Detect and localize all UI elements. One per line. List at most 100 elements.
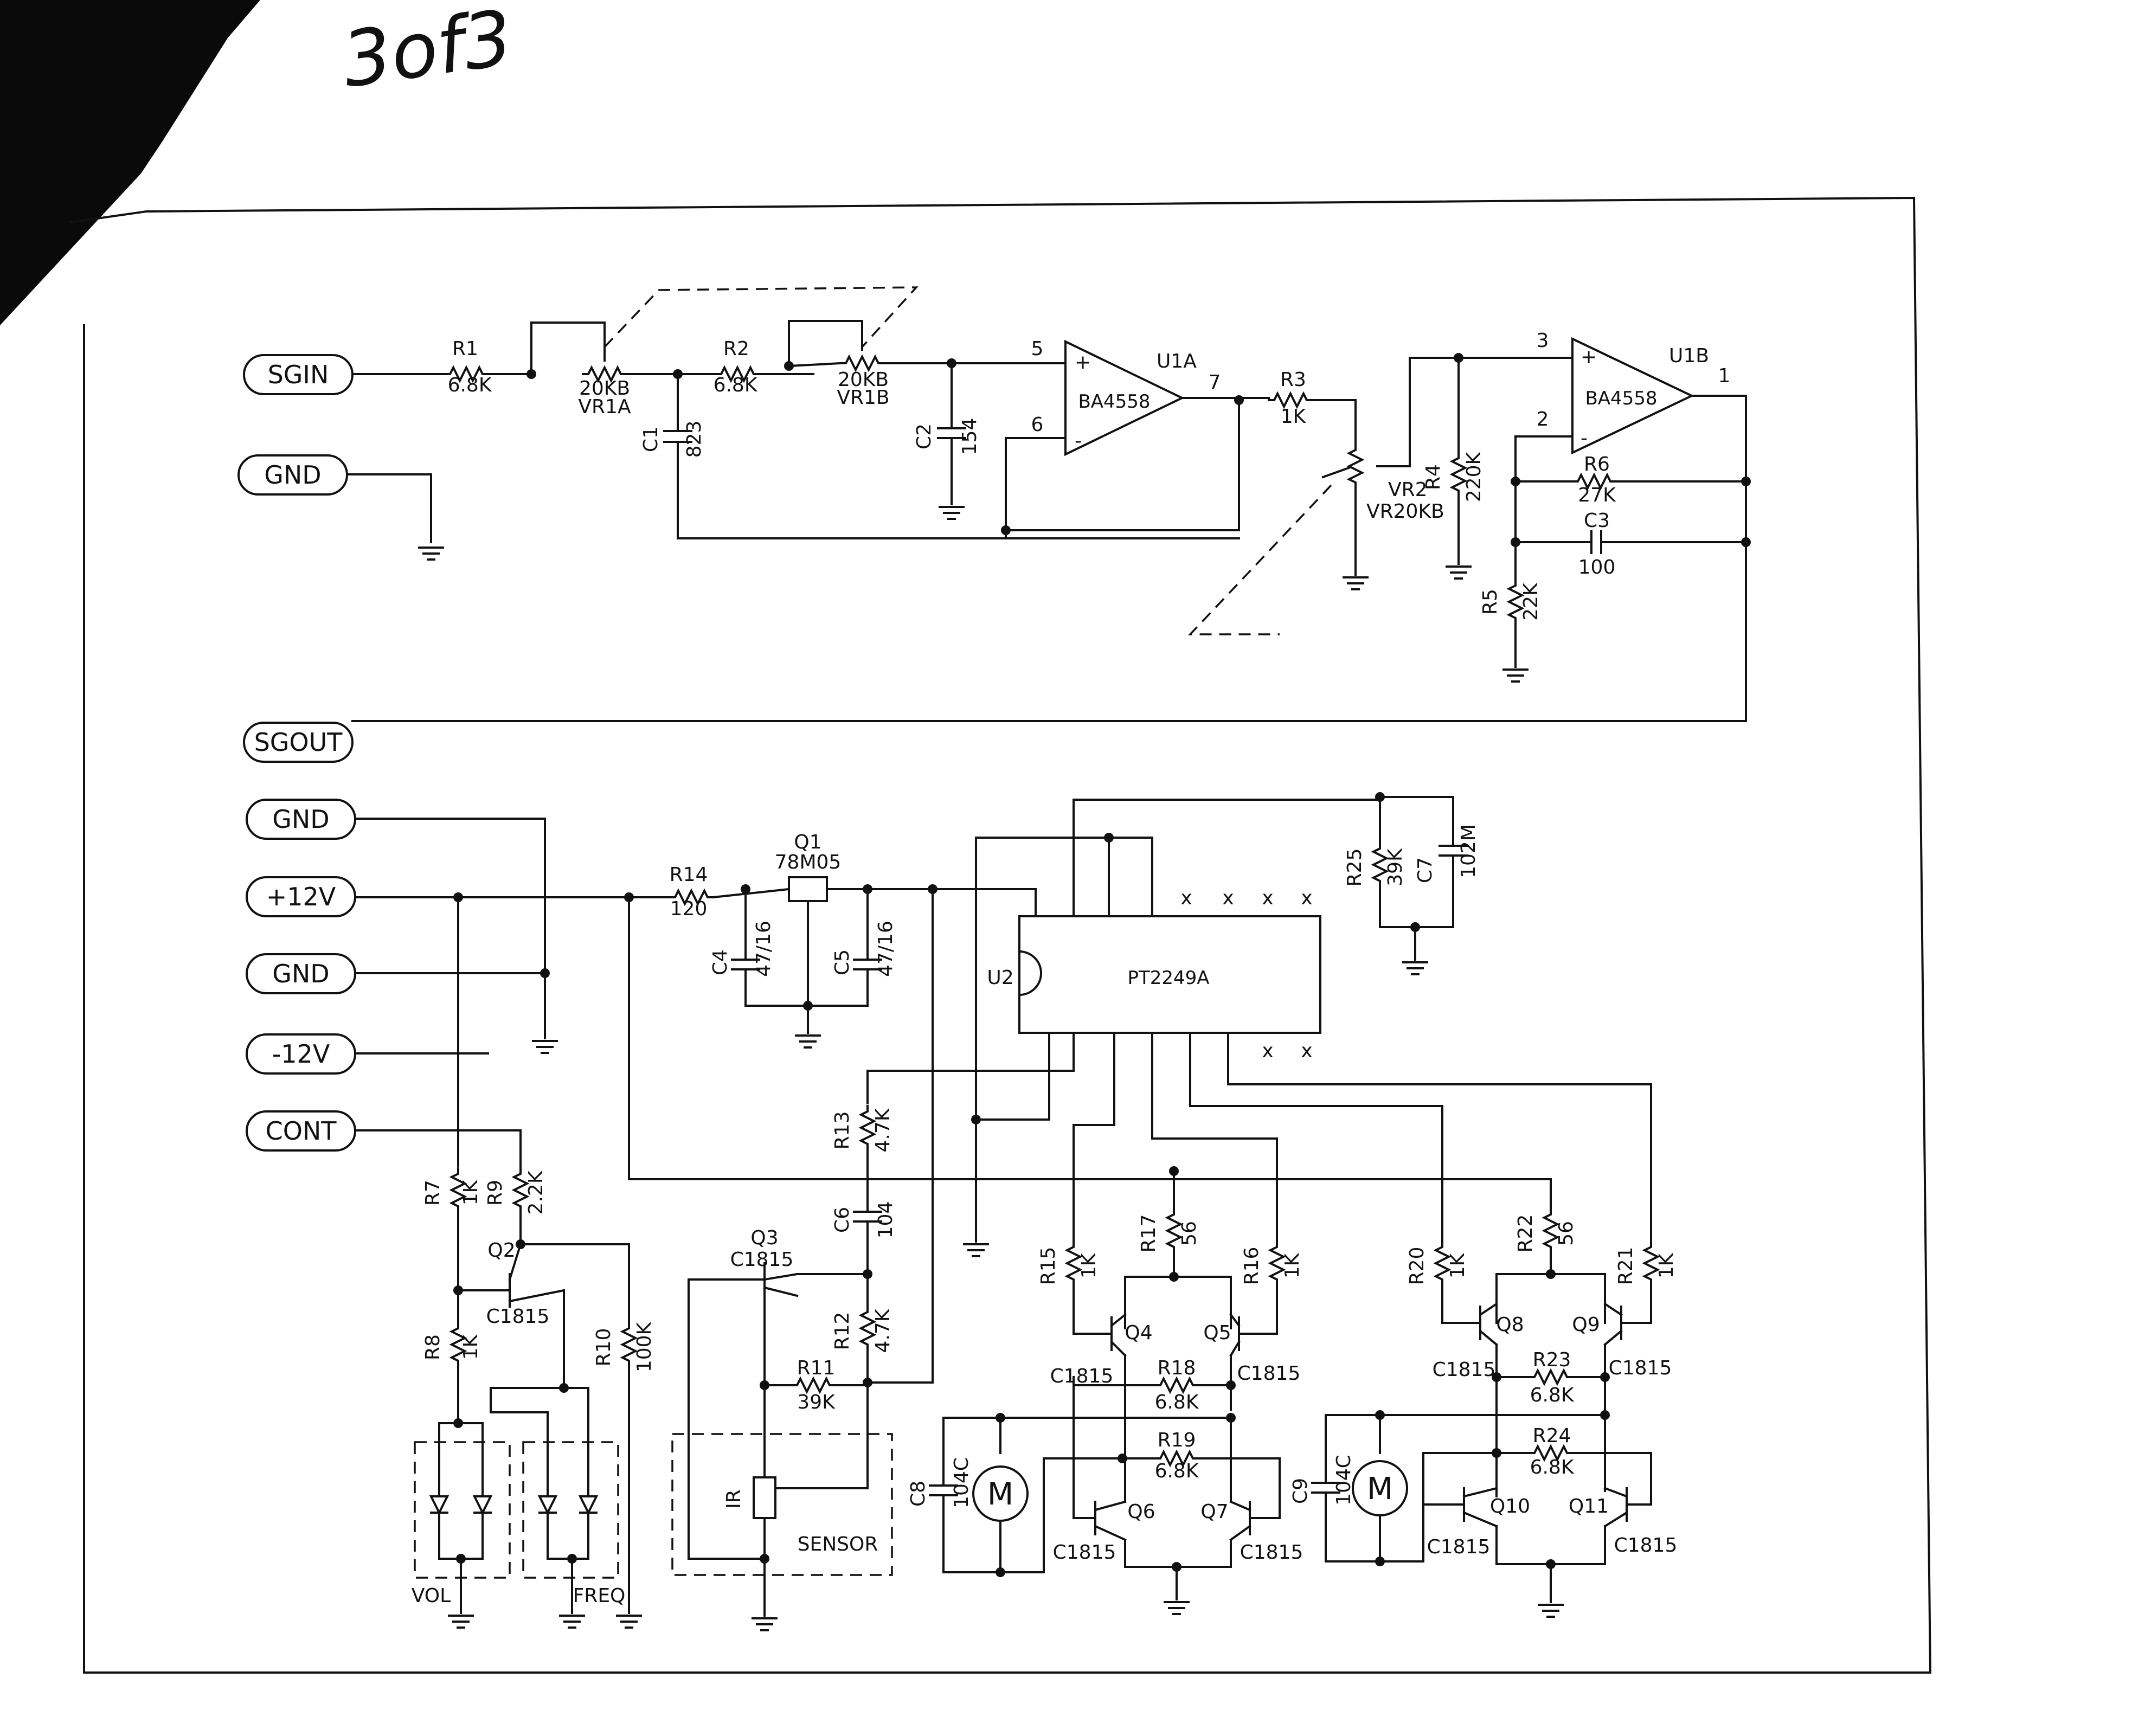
- r23-ref: R23: [1533, 1349, 1571, 1371]
- c2-ref: C2: [913, 423, 935, 449]
- u1b-pin-minus: 2: [1537, 408, 1549, 430]
- ir-ref: IR: [723, 1489, 745, 1509]
- q9-part: C1815: [1609, 1357, 1672, 1379]
- resistor-r3: [1268, 393, 1313, 408]
- opamp-u1b: + -: [1571, 337, 1694, 455]
- corner-tape: [0, 0, 260, 325]
- m2-label: M: [1367, 1471, 1393, 1507]
- transistor-q8: [1441, 1302, 1498, 1346]
- r15-value: 1K: [1078, 1252, 1100, 1278]
- c9-value: 104C: [1333, 1455, 1355, 1506]
- connector-plus12v[interactable]: +12V: [246, 876, 356, 917]
- svg-text:-: -: [1075, 430, 1082, 452]
- q2-ref: Q2: [487, 1239, 515, 1262]
- vr2-value: VR20KB: [1366, 500, 1444, 523]
- freq-box: [522, 1441, 619, 1579]
- sheet-border: [69, 196, 1932, 1674]
- q11-part: C1815: [1614, 1534, 1678, 1557]
- r19-value: 6.8K: [1155, 1460, 1199, 1482]
- ground-symbol: [1402, 961, 1428, 975]
- q9-ref: Q9: [1572, 1314, 1600, 1336]
- r14-value: 120: [670, 898, 708, 920]
- r4-ref: R4: [1422, 464, 1444, 490]
- r3-value: 1K: [1281, 406, 1307, 428]
- q7-part: C1815: [1240, 1541, 1303, 1564]
- q8-part: C1815: [1433, 1359, 1496, 1381]
- q10-part: C1815: [1427, 1536, 1491, 1558]
- q11-ref: Q11: [1569, 1495, 1609, 1518]
- ground-symbol: [1164, 1601, 1190, 1615]
- c8-value: 104C: [951, 1457, 973, 1508]
- r24-ref: R24: [1533, 1425, 1571, 1447]
- transistor-q11: [1603, 1487, 1628, 1528]
- r22-ref: R22: [1514, 1214, 1537, 1253]
- q1-part: 78M05: [775, 851, 842, 873]
- transistor-q5: [1229, 1284, 1278, 1357]
- vr1a-value: 20KB: [579, 377, 630, 400]
- q5-ref: Q5: [1203, 1322, 1231, 1344]
- connector-gnd-1[interactable]: GND: [237, 454, 348, 496]
- connector-sgin[interactable]: SGIN: [243, 354, 354, 395]
- q5-part: C1815: [1237, 1362, 1301, 1385]
- ground-symbol: [448, 1615, 474, 1629]
- transistor-q9: [1603, 1284, 1652, 1346]
- c1-ref: C1: [640, 426, 662, 452]
- resistor-r18: [1154, 1378, 1199, 1393]
- ground-symbol: [418, 546, 444, 561]
- r18-ref: R18: [1158, 1357, 1196, 1379]
- r3-ref: R3: [1280, 369, 1306, 391]
- resistor-r11: [791, 1378, 836, 1393]
- c3-ref: C3: [1584, 510, 1610, 532]
- r22-value: 56: [1555, 1221, 1577, 1246]
- r17-value: 56: [1178, 1221, 1200, 1246]
- potentiometer-vr1b: [839, 356, 885, 371]
- svg-text:+: +: [1581, 346, 1597, 368]
- vol-label: VOL: [412, 1585, 451, 1607]
- u1a-pin-plus: 5: [1031, 338, 1044, 360]
- ir-receiver: [753, 1476, 776, 1519]
- r14-ref: R14: [670, 864, 708, 886]
- c5-value: 47/16: [875, 921, 897, 977]
- ground-symbol: [532, 1040, 558, 1054]
- c5-ref: C5: [831, 949, 853, 975]
- r13-value: 4.7K: [872, 1108, 894, 1152]
- connector-cont[interactable]: CONT: [246, 1110, 356, 1152]
- svg-text:x: x: [1301, 1040, 1312, 1062]
- r17-ref: R17: [1138, 1214, 1160, 1253]
- transistor-q10: [1462, 1487, 1498, 1528]
- freq-label: FREQ: [573, 1585, 626, 1607]
- ic-u2: [1018, 915, 1321, 1034]
- connector-gnd-3[interactable]: GND: [246, 953, 356, 994]
- vr1a-ref: VR1A: [578, 396, 631, 418]
- ground-symbol: [1502, 668, 1529, 683]
- potentiometer-vr2: [1348, 443, 1363, 489]
- ground-symbol: [939, 506, 965, 520]
- q6-ref: Q6: [1127, 1501, 1155, 1523]
- r5-ref: R5: [1479, 589, 1501, 615]
- u2-ref: U2: [987, 967, 1013, 989]
- r13-ref: R13: [831, 1111, 853, 1150]
- q4-part: C1815: [1050, 1365, 1114, 1387]
- r20-value: 1K: [1447, 1252, 1469, 1278]
- q3-part: C1815: [730, 1249, 794, 1271]
- c1-value: 823: [683, 421, 705, 458]
- connector-minus12v-label: -12V: [272, 1039, 330, 1069]
- led-group-freq: [490, 1387, 599, 1560]
- r15-ref: R15: [1037, 1247, 1059, 1285]
- r2-ref: R2: [723, 338, 749, 360]
- c6-ref: C6: [831, 1207, 853, 1233]
- r16-ref: R16: [1241, 1247, 1263, 1285]
- transistor-q2: [457, 1243, 566, 1308]
- connector-minus12v[interactable]: -12V: [246, 1033, 356, 1075]
- svg-text:x: x: [1301, 887, 1312, 909]
- motor-m1: M: [972, 1465, 1029, 1522]
- r21-value: 1K: [1655, 1252, 1678, 1278]
- c7-value: 102M: [1457, 824, 1480, 878]
- transistor-q7: [1229, 1500, 1251, 1541]
- connector-sgout[interactable]: SGOUT: [243, 722, 354, 763]
- m1-label: M: [987, 1477, 1013, 1512]
- connector-gnd-1-label: GND: [264, 460, 321, 490]
- ground-symbol: [1343, 576, 1369, 590]
- connector-gnd-2[interactable]: GND: [246, 799, 356, 840]
- connector-cont-label: CONT: [266, 1116, 337, 1146]
